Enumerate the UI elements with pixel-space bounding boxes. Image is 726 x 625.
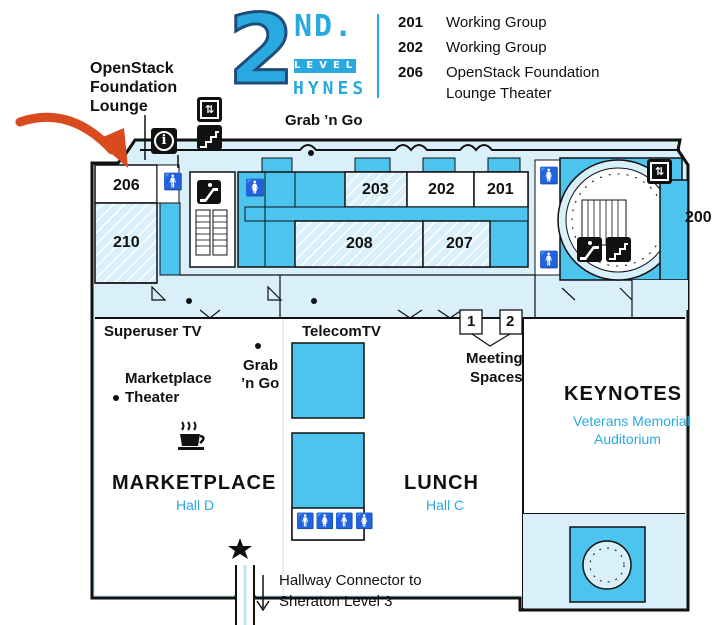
- restroom-icon: 🚺: [245, 178, 265, 197]
- room-label-201: 201: [487, 181, 514, 198]
- escalator-icon[interactable]: [197, 180, 221, 204]
- room-208[interactable]: [294, 220, 424, 268]
- legend-name-206-line1: OpenStack Foundation: [446, 64, 600, 81]
- restroom-icon-row: 🚹🚺🚹🚺: [296, 512, 375, 530]
- level-number: 2: [227, 0, 297, 106]
- superuser-tv-label: Superuser TV: [104, 323, 202, 340]
- marketplace-label: MARKETPLACE: [112, 472, 277, 494]
- keynotes-hall: [523, 318, 685, 514]
- room-label-206: 206: [113, 177, 140, 194]
- info-icon[interactable]: i: [151, 128, 177, 154]
- hall-d: [95, 318, 283, 595]
- marketplace-sub-label: Hall D: [176, 497, 215, 513]
- callout-line-3: Lounge: [90, 98, 148, 115]
- meeting-spaces-label-1: Meeting: [466, 350, 523, 367]
- coffee-icon: [176, 420, 210, 452]
- keynotes-sub-label-1: Veterans Memorial: [573, 413, 690, 429]
- hallway-connector-label-2: Sheraton Level 3: [279, 593, 393, 610]
- legend-name-201: Working Group: [446, 14, 547, 31]
- legend-name-202: Working Group: [446, 39, 547, 56]
- callout-line-2: Foundation: [90, 79, 178, 96]
- lunch-label: LUNCH: [404, 472, 479, 494]
- restroom-icon: 🚺: [539, 166, 559, 185]
- keynotes-label: KEYNOTES: [564, 383, 683, 405]
- legend-room-206: 206: [398, 64, 424, 81]
- room-label-210: 210: [113, 234, 140, 251]
- room-210[interactable]: [94, 202, 158, 284]
- venue-name: HYNES: [293, 78, 368, 99]
- restroom-icon: 🚹: [539, 250, 559, 269]
- elevator-icon[interactable]: ⇅: [197, 97, 222, 122]
- legend-room-202: 202: [398, 39, 424, 56]
- meeting-room-1-label: 1: [467, 313, 476, 330]
- keynotes-sub-label-2: Auditorium: [594, 431, 661, 447]
- room-206[interactable]: [94, 164, 158, 204]
- legend-name-206-line2: Lounge Theater: [446, 85, 552, 102]
- legend-room-201: 201: [398, 14, 424, 31]
- restroom-icon: 🚹: [163, 172, 183, 191]
- elevator-icon-right[interactable]: ⇅: [647, 159, 672, 184]
- grab-go-mid-label-2: ’n Go: [241, 375, 280, 392]
- hallway-connector-label-1: Hallway Connector to: [279, 572, 422, 589]
- room-207[interactable]: [422, 220, 491, 268]
- level-word: LEVEL: [294, 59, 359, 73]
- meeting-space-1[interactable]: [459, 309, 483, 335]
- stairs-icon-right[interactable]: [606, 237, 631, 262]
- escalator-icon-right[interactable]: [577, 237, 602, 262]
- meeting-spaces-label-2: Spaces: [470, 369, 523, 386]
- meeting-space-2[interactable]: [499, 309, 523, 335]
- stairs-icon[interactable]: [197, 125, 222, 150]
- room-label-202: 202: [428, 181, 455, 198]
- callout-line-1: OpenStack: [90, 60, 174, 77]
- level-suffix: ND.: [294, 9, 355, 44]
- marketplace-theater-label-1: Marketplace: [125, 370, 212, 387]
- room-202[interactable]: [406, 171, 475, 208]
- star-icon: [228, 538, 252, 559]
- room-label-203: 203: [362, 181, 389, 198]
- lunch-sub-label: Hall C: [426, 497, 465, 513]
- callout-arrow: [15, 112, 117, 155]
- grab-go-top-label: Grab ’n Go: [285, 112, 363, 129]
- room-label-207: 207: [446, 235, 473, 252]
- room-label-208: 208: [346, 235, 373, 252]
- room-201[interactable]: [473, 171, 529, 208]
- room-203[interactable]: [344, 171, 408, 208]
- room-label-200: 200: [685, 209, 712, 226]
- marketplace-theater-label-2: Theater: [125, 389, 180, 406]
- telecom-tv-label: TelecomTV: [302, 323, 381, 340]
- grab-go-mid-label-1: Grab: [243, 357, 279, 374]
- meeting-room-2-label: 2: [506, 313, 515, 330]
